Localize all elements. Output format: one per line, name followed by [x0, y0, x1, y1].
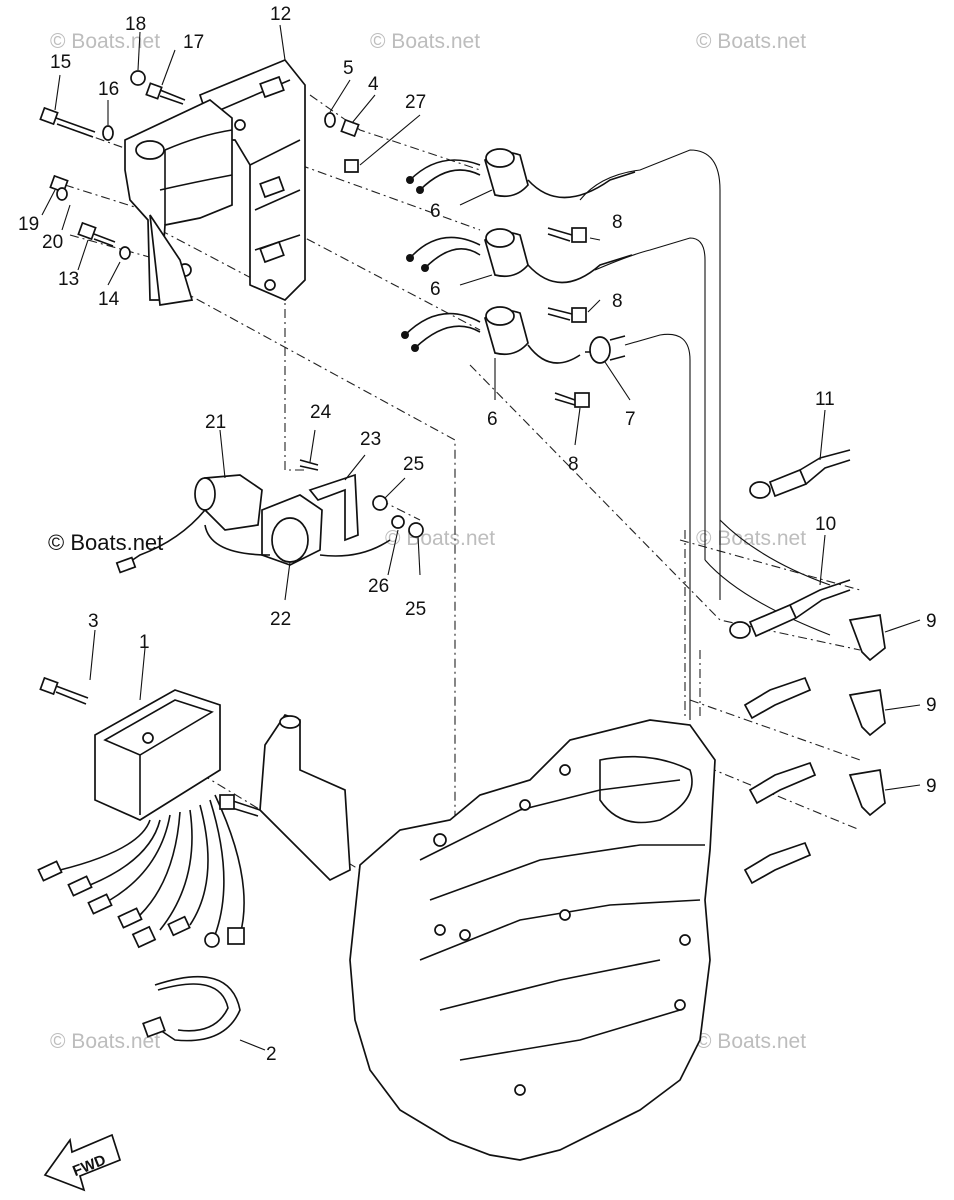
callout-8c: 8 — [568, 454, 579, 475]
coil-bolts — [547, 227, 590, 408]
watermark: © Boats.net — [50, 1030, 160, 1053]
callout-5: 5 — [343, 58, 354, 79]
sensor-11 — [749, 449, 851, 499]
callout-9b: 9 — [926, 695, 937, 716]
callout-15: 15 — [50, 52, 71, 73]
starter-relay-assembly — [115, 459, 424, 574]
ignition-coil-3 — [401, 306, 581, 364]
watermark: © Boats.net — [696, 527, 806, 550]
callout-25a: 25 — [403, 454, 424, 475]
spark-plugs — [743, 676, 817, 885]
callout-8b: 8 — [612, 291, 623, 312]
cdi-unit — [37, 676, 245, 949]
callout-25b: 25 — [405, 599, 426, 620]
callout-9a: 9 — [926, 611, 937, 632]
callout-13: 13 — [58, 269, 79, 290]
callout-numbers: 1 2 3 4 5 6 6 6 7 8 8 8 9 9 9 10 11 12 1… — [18, 4, 937, 1065]
watermark: © Boats.net — [696, 1030, 806, 1053]
leader-lines — [41, 24, 921, 1051]
grommet — [585, 335, 626, 364]
cable-tie — [142, 975, 241, 1042]
mount-bracket-lower — [219, 713, 351, 882]
callout-27: 27 — [405, 92, 426, 113]
callout-3: 3 — [88, 611, 99, 632]
callout-21: 21 — [205, 412, 226, 433]
bracket-hardware — [39, 70, 360, 260]
callout-20: 20 — [42, 232, 63, 253]
callout-22: 22 — [270, 609, 291, 630]
callout-17: 17 — [183, 32, 204, 53]
ignition-coil-2 — [406, 228, 633, 284]
fwd-arrow: FWD — [43, 1133, 122, 1192]
ignition-coil-1 — [406, 148, 636, 199]
watermark: © Boats.net — [48, 530, 163, 555]
callout-26: 26 — [368, 576, 389, 597]
watermark: © Boats.net — [696, 30, 806, 53]
callout-7: 7 — [625, 409, 636, 430]
callout-18: 18 — [125, 14, 146, 35]
sensor-10 — [729, 579, 851, 639]
callout-14: 14 — [98, 289, 120, 310]
callout-6b: 6 — [430, 279, 441, 300]
engine-block — [349, 719, 716, 1161]
callout-4: 4 — [368, 74, 379, 95]
callout-16: 16 — [98, 79, 119, 100]
callout-9c: 9 — [926, 776, 937, 797]
spark-plug-caps — [848, 614, 886, 817]
callout-23: 23 — [360, 429, 381, 450]
callout-6a: 6 — [430, 201, 441, 222]
callout-10: 10 — [815, 514, 836, 535]
callout-6c: 6 — [487, 409, 498, 430]
callout-24: 24 — [310, 402, 332, 423]
watermark: © Boats.net — [370, 30, 480, 53]
watermark: © Boats.net — [385, 527, 495, 550]
wire-routes — [579, 149, 831, 720]
steering-clamp — [124, 99, 233, 306]
callout-11: 11 — [815, 389, 835, 410]
callout-1: 1 — [139, 632, 150, 653]
callout-8a: 8 — [612, 212, 623, 233]
callout-2: 2 — [266, 1044, 277, 1065]
watermark: © Boats.net — [50, 30, 160, 53]
callout-19: 19 — [18, 214, 39, 235]
callout-12: 12 — [270, 4, 291, 25]
